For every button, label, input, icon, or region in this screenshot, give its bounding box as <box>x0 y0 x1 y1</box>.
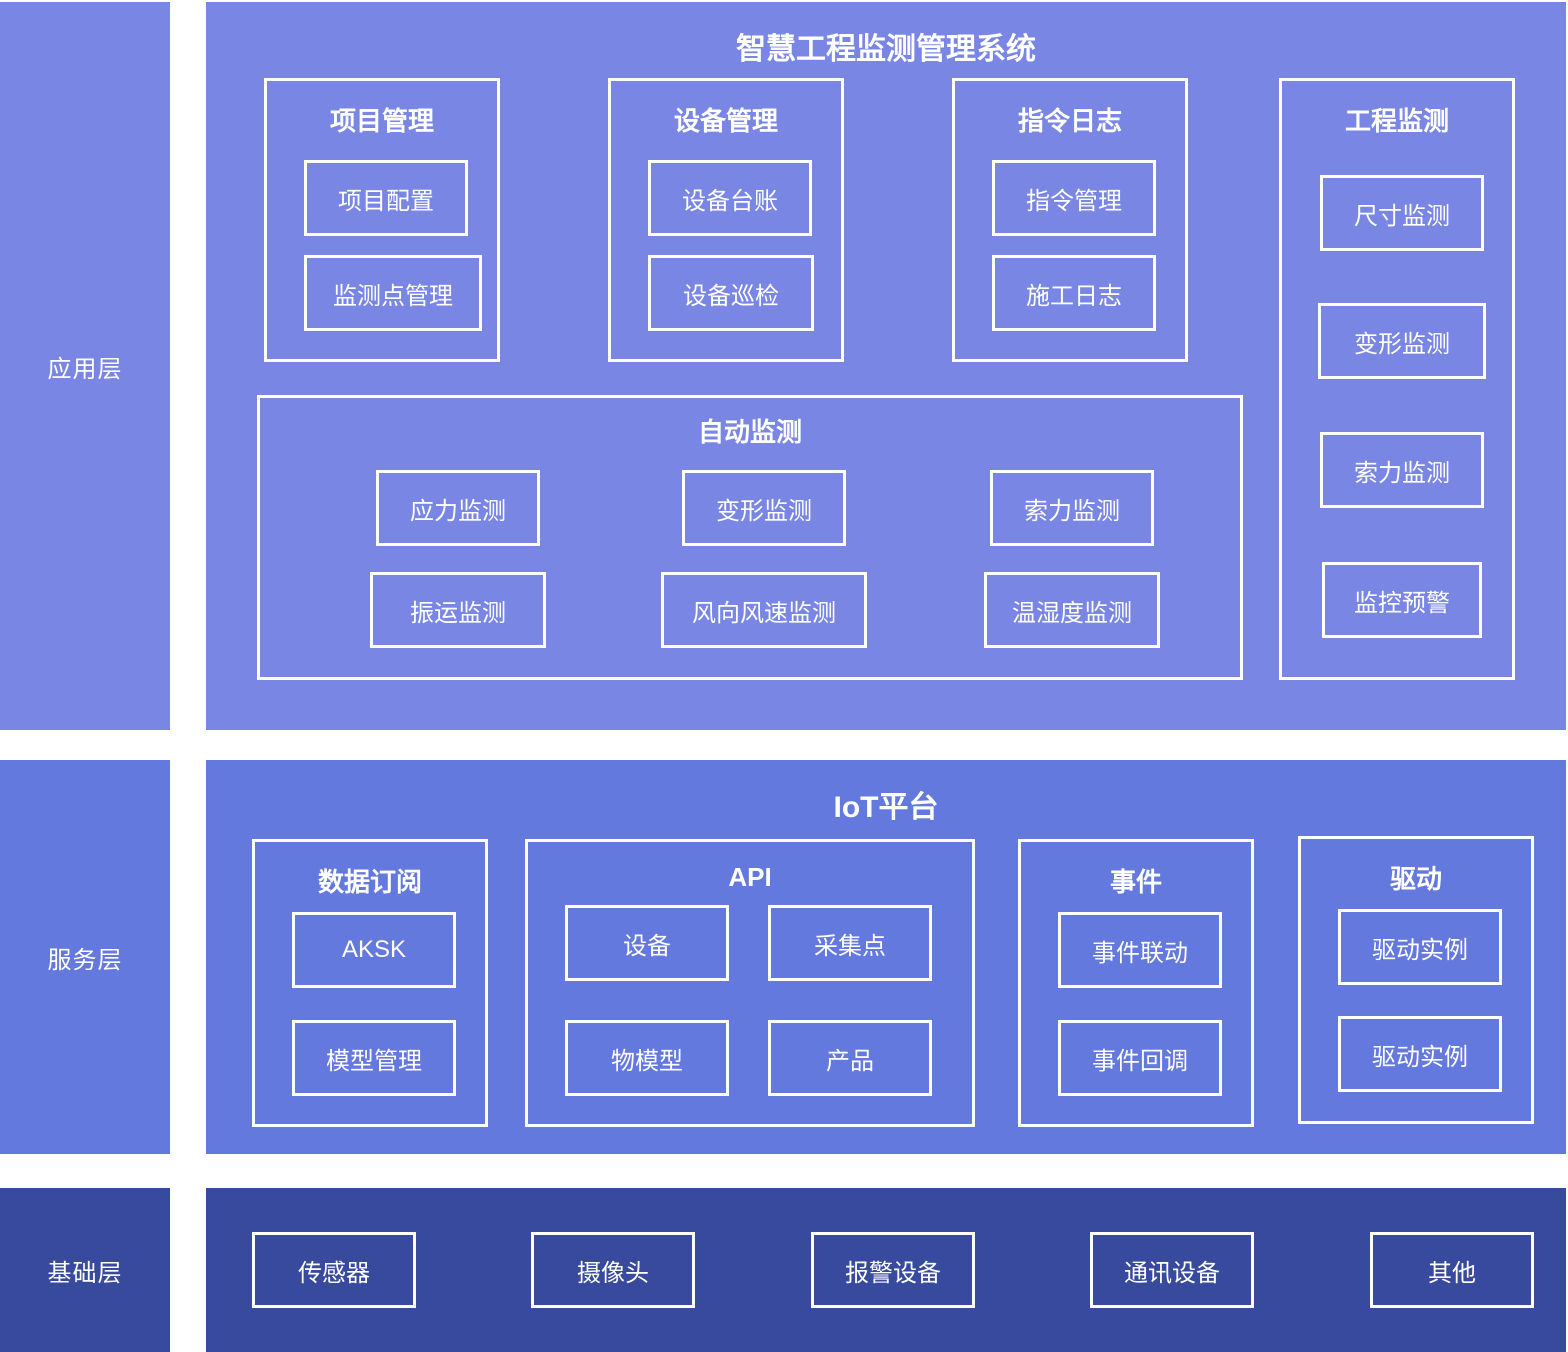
group-data-subscription: 数据订阅 AKSK 模型管理 <box>252 839 488 1127</box>
application-panel: 智慧工程监测管理系统 项目管理 项目配置 监测点管理 设备管理 设备台账 设备巡… <box>206 2 1566 730</box>
item-collection-point: 采集点 <box>768 905 932 981</box>
group-device-management: 设备管理 设备台账 设备巡检 <box>608 78 844 362</box>
layer-label-service-text: 服务层 <box>47 946 123 974</box>
item-deformation-monitoring: 变形监测 <box>682 470 846 546</box>
item-camera: 摄像头 <box>531 1232 695 1308</box>
group-title: 自动监测 <box>697 417 802 447</box>
group-title: 数据订阅 <box>317 867 422 897</box>
iot-platform-title: IoT平台 <box>833 791 939 824</box>
layer-label-application: 应用层 <box>0 2 170 730</box>
group-title: 事件 <box>1109 867 1162 897</box>
item-construction-log: 施工日志 <box>992 255 1156 331</box>
item-deformation-monitoring: 变形监测 <box>1318 303 1486 379</box>
group-project-management: 项目管理 项目配置 监测点管理 <box>264 78 500 362</box>
group-events: 事件 事件联动 事件回调 <box>1018 839 1254 1127</box>
item-thing-model: 物模型 <box>565 1020 729 1096</box>
item-project-config: 项目配置 <box>304 160 468 236</box>
item-sensor: 传感器 <box>252 1232 416 1308</box>
group-title: 指令日志 <box>1017 106 1122 136</box>
group-title: 工程监测 <box>1344 106 1449 136</box>
group-title: 项目管理 <box>329 106 434 136</box>
item-other: 其他 <box>1370 1232 1534 1308</box>
group-title: 驱动 <box>1389 864 1442 894</box>
group-auto-monitoring: 自动监测 应力监测 变形监测 索力监测 振运监测 风向风速监测 温湿度监测 <box>257 395 1243 680</box>
item-event-callback: 事件回调 <box>1058 1020 1222 1096</box>
item-device: 设备 <box>565 905 729 981</box>
group-api: API 设备 采集点 物模型 产品 <box>525 839 975 1127</box>
layer-label-foundation: 基础层 <box>0 1188 170 1352</box>
group-command-log: 指令日志 指令管理 施工日志 <box>952 78 1188 362</box>
item-driver-instance: 驱动实例 <box>1338 1016 1502 1092</box>
item-size-monitoring: 尺寸监测 <box>1320 175 1484 251</box>
item-monitor-point-mgmt: 监测点管理 <box>304 255 482 331</box>
group-drivers: 驱动 驱动实例 驱动实例 <box>1298 836 1534 1124</box>
group-title: API <box>728 862 772 892</box>
item-aksk: AKSK <box>292 912 456 988</box>
service-panel: IoT平台 数据订阅 AKSK 模型管理 API 设备 采集点 物模型 产品 事… <box>206 760 1566 1154</box>
foundation-panel: 传感器 摄像头 报警设备 通讯设备 其他 <box>206 1188 1566 1352</box>
item-command-mgmt: 指令管理 <box>992 160 1156 236</box>
item-device-inspection: 设备巡检 <box>648 255 814 331</box>
item-temp-humidity-monitoring: 温湿度监测 <box>984 572 1160 648</box>
item-alarm-device: 报警设备 <box>811 1232 975 1308</box>
item-model-mgmt: 模型管理 <box>292 1020 456 1096</box>
item-device-ledger: 设备台账 <box>648 160 812 236</box>
item-stress-monitoring: 应力监测 <box>376 470 540 546</box>
item-cable-force-monitoring: 索力监测 <box>1320 432 1484 508</box>
group-engineering-monitoring: 工程监测 尺寸监测 变形监测 索力监测 监控预警 <box>1279 78 1515 680</box>
layer-label-application-text: 应用层 <box>47 355 123 383</box>
system-title: 智慧工程监测管理系统 <box>736 33 1036 66</box>
item-wind-monitoring: 风向风速监测 <box>661 572 867 648</box>
item-comm-device: 通讯设备 <box>1090 1232 1254 1308</box>
item-driver-instance: 驱动实例 <box>1338 909 1502 985</box>
item-event-linkage: 事件联动 <box>1058 912 1222 988</box>
group-title: 设备管理 <box>673 106 778 136</box>
item-product: 产品 <box>768 1020 932 1096</box>
item-cable-force-monitoring: 索力监测 <box>990 470 1154 546</box>
item-monitoring-alert: 监控预警 <box>1322 562 1482 638</box>
item-vibration-monitoring: 振运监测 <box>370 572 546 648</box>
layer-label-foundation-text: 基础层 <box>47 1259 123 1287</box>
layer-label-service: 服务层 <box>0 760 170 1154</box>
